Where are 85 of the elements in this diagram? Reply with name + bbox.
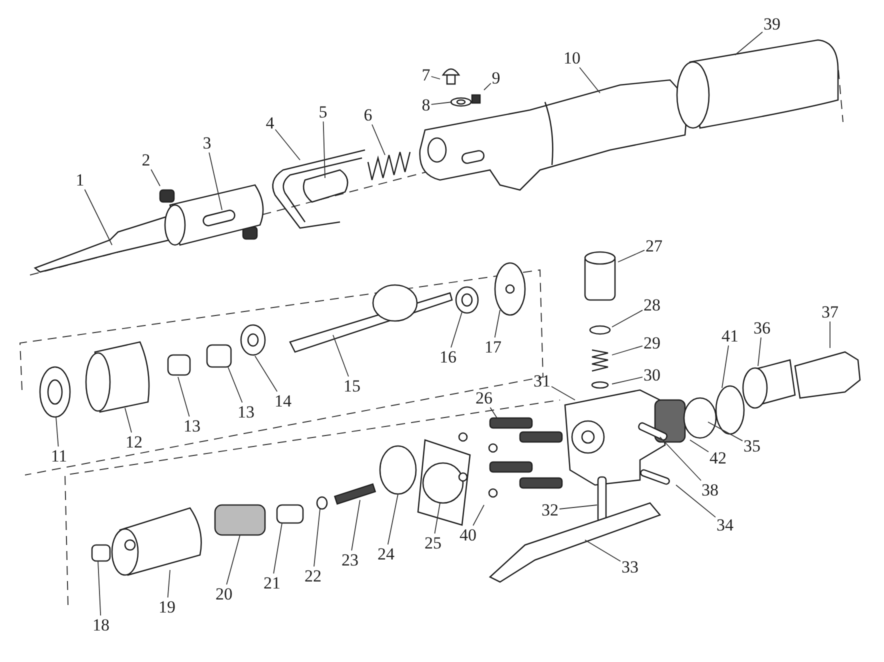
leader-line — [690, 440, 709, 452]
leader-line — [559, 504, 598, 510]
callout-number: 39 — [764, 16, 780, 32]
callout-number: 29 — [644, 334, 660, 352]
leader-line — [758, 337, 762, 366]
leader-line — [273, 522, 282, 574]
leader-line — [660, 436, 702, 481]
leader-line — [579, 67, 600, 94]
callout-number: 3 — [202, 134, 212, 152]
leader-line — [178, 376, 190, 417]
callout-number: 38 — [702, 482, 718, 498]
callout-number: 33 — [622, 558, 638, 576]
leader-line — [676, 484, 716, 518]
leader-line — [314, 508, 320, 567]
leader-line — [430, 102, 452, 105]
leader-line — [490, 407, 498, 418]
callout-number: 16 — [440, 348, 456, 366]
leader-line — [430, 76, 440, 80]
callout-number: 42 — [710, 450, 726, 466]
callout-number: 40 — [460, 526, 476, 544]
leader-line — [150, 169, 160, 186]
leader-line — [124, 408, 132, 433]
callout-number: 2 — [142, 152, 150, 168]
callout-number: 17 — [484, 338, 502, 356]
leader-line — [387, 494, 398, 545]
leader-line — [167, 570, 170, 598]
callout-number: 13 — [238, 404, 254, 420]
callout-number: 34 — [716, 516, 734, 534]
leader-line — [472, 504, 484, 526]
leader-line — [228, 366, 243, 403]
callout-number: 6 — [364, 106, 372, 124]
leader-line — [372, 124, 386, 156]
callout-number: 24 — [378, 546, 394, 562]
callout-number: 41 — [722, 328, 738, 344]
callout-number: 37 — [822, 304, 838, 320]
leader-line — [551, 386, 576, 400]
callout-number: 4 — [266, 114, 274, 132]
callout-number: 5 — [318, 104, 328, 120]
leader-line — [734, 32, 763, 56]
leader-line — [98, 560, 102, 616]
callout-number: 11 — [50, 448, 68, 464]
callout-number: 35 — [744, 438, 760, 454]
leader-line — [84, 189, 112, 246]
leader-line — [274, 129, 300, 160]
leader-line — [208, 152, 222, 210]
callout-number: 1 — [76, 172, 84, 188]
leader-line — [618, 250, 645, 262]
leader-line — [612, 376, 643, 384]
callout-number: 9 — [492, 70, 500, 86]
callout-number: 18 — [92, 616, 110, 634]
callout-number: 21 — [264, 574, 280, 592]
callout-number: 23 — [342, 552, 358, 568]
leader-line — [708, 422, 743, 442]
callout-number: 14 — [274, 392, 292, 410]
callout-number: 10 — [564, 50, 580, 66]
callout-number: 7 — [422, 66, 430, 84]
leader-line — [450, 312, 462, 348]
leader-line — [612, 345, 643, 356]
leader-line — [434, 502, 440, 534]
leader-line — [484, 82, 492, 90]
leader-line — [332, 334, 349, 377]
callout-number: 28 — [644, 296, 660, 314]
leader-line — [722, 345, 729, 388]
callout-number: 8 — [422, 96, 430, 114]
callout-number: 27 — [646, 238, 662, 254]
callout-number: 31 — [534, 372, 550, 390]
leader-line — [322, 121, 326, 178]
leader-line — [351, 500, 360, 551]
callout-number: 32 — [542, 502, 558, 518]
callout-number: 15 — [344, 378, 360, 394]
callout-number: 30 — [644, 366, 660, 384]
leader-line — [494, 310, 500, 338]
callout-number: 19 — [158, 598, 176, 616]
leader-line — [584, 540, 621, 562]
callout-number: 22 — [304, 568, 322, 584]
callout-number: 13 — [184, 418, 200, 434]
callout-number: 36 — [754, 320, 770, 336]
callout-number: 26 — [476, 390, 492, 406]
callout-number: 25 — [424, 534, 442, 552]
leader-line — [226, 534, 240, 585]
leader-line — [56, 416, 59, 447]
callout-number: 12 — [126, 434, 142, 450]
leader-line — [612, 310, 643, 328]
callout-number: 20 — [216, 586, 232, 602]
leader-line — [254, 356, 278, 392]
